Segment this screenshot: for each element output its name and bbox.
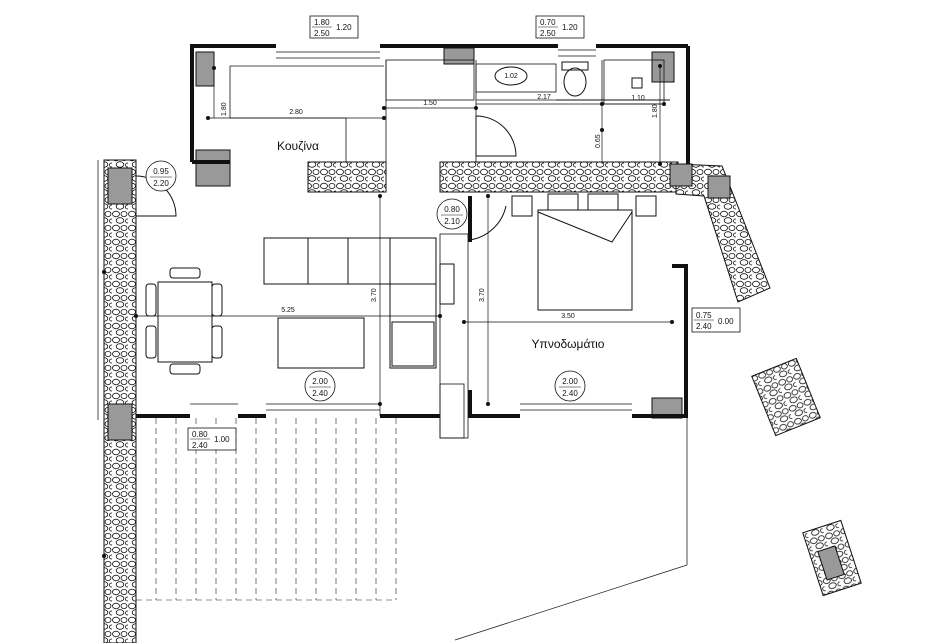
bathroom-fixtures <box>494 61 670 101</box>
dim-bath-width: 2.17 <box>537 94 551 101</box>
door-bedroom <box>469 196 507 241</box>
stone-wall-west <box>103 159 137 643</box>
dim-kitchen-depth: 1.80 <box>221 102 228 116</box>
door-tag-4-top: 0.80 <box>444 205 460 214</box>
shower-tray <box>631 77 643 89</box>
window-tag-5: 0.75 2.40 0.00 <box>691 307 741 333</box>
stone-walls <box>103 159 862 643</box>
main-walls <box>136 44 690 418</box>
window-tag-1-bottom: 2.50 <box>314 29 330 38</box>
window-tag-1-top: 1.80 <box>314 18 330 27</box>
washbasin <box>494 66 528 86</box>
stone-wall-diagonal <box>675 163 771 303</box>
stone-wall-bedroom <box>439 161 679 193</box>
toilet-tank <box>561 61 589 71</box>
dining-set <box>145 267 223 375</box>
window-tag-2-top: 0.70 <box>540 18 556 27</box>
dimension-lines <box>136 66 672 416</box>
dim-passage: 1.50 <box>423 100 437 107</box>
door-bath <box>475 115 517 157</box>
dim-bedroom-depth: 3.70 <box>479 288 486 302</box>
tv-unit <box>439 263 455 305</box>
window-tag-1: 1.80 2.50 1.20 <box>309 15 359 39</box>
dim-shower-depth: 1.80 <box>652 104 659 118</box>
bed <box>511 193 657 311</box>
interior-lines <box>190 49 665 439</box>
door-tag-4-bottom: 2.10 <box>444 217 460 226</box>
window-tag-2: 0.70 2.50 1.20 <box>535 15 585 39</box>
door-tag-3-top: 0.95 <box>153 167 169 176</box>
window-tag-8: 0.80 2.40 1.00 <box>187 427 237 451</box>
dim-living-depth: 3.70 <box>371 288 378 302</box>
dim-bedroom-width: 3.50 <box>561 313 575 320</box>
door-tag-4: 0.80 2.10 <box>436 198 468 230</box>
door-tag-7-bottom: 2.40 <box>562 389 578 398</box>
door-tag-3: 0.95 2.20 <box>145 160 177 192</box>
room-label-bedroom: Υπνοδωμάτιο <box>532 337 605 351</box>
dim-living-width: 5.25 <box>281 307 295 314</box>
stone-block-1 <box>751 357 821 437</box>
dim-kitchen-width: 2.80 <box>289 109 303 116</box>
toilet-bowl <box>563 67 587 97</box>
window-tag-5-top: 0.75 <box>696 311 712 320</box>
window-tag-8-side: 1.00 <box>214 435 230 444</box>
room-label-kitchen: Κουζίνα <box>277 139 319 153</box>
window-tag-2-side: 1.20 <box>562 23 578 32</box>
dimension-ticks <box>102 64 674 558</box>
site-boundary <box>97 160 688 641</box>
door-tag-6: 2.00 2.40 <box>304 370 336 402</box>
window-tag-1-side: 1.20 <box>336 23 352 32</box>
window-tag-5-side: 0.00 <box>718 317 734 326</box>
door-tag-6-top: 2.00 <box>312 377 328 386</box>
window-tag-8-top: 0.80 <box>192 430 208 439</box>
door-tag-6-bottom: 2.40 <box>312 389 328 398</box>
dim-bath-wall: 0.65 <box>595 134 602 148</box>
window-tag-2-bottom: 2.50 <box>540 29 556 38</box>
dim-shower-width: 1.10 <box>631 95 645 102</box>
door-tag-7-top: 2.00 <box>562 377 578 386</box>
pergola <box>136 418 397 601</box>
coffee-table <box>277 317 365 369</box>
dim-washbasin: 1.02 <box>504 73 518 80</box>
window-tag-5-bottom: 2.40 <box>696 322 712 331</box>
stone-wall-kitchen <box>307 161 387 193</box>
door-tag-7: 2.00 2.40 <box>554 370 586 402</box>
sofa <box>263 237 455 369</box>
stone-block-inner <box>817 545 845 581</box>
columns <box>107 47 731 441</box>
door-tag-3-bottom: 2.20 <box>153 179 169 188</box>
window-tag-8-bottom: 2.40 <box>192 441 208 450</box>
